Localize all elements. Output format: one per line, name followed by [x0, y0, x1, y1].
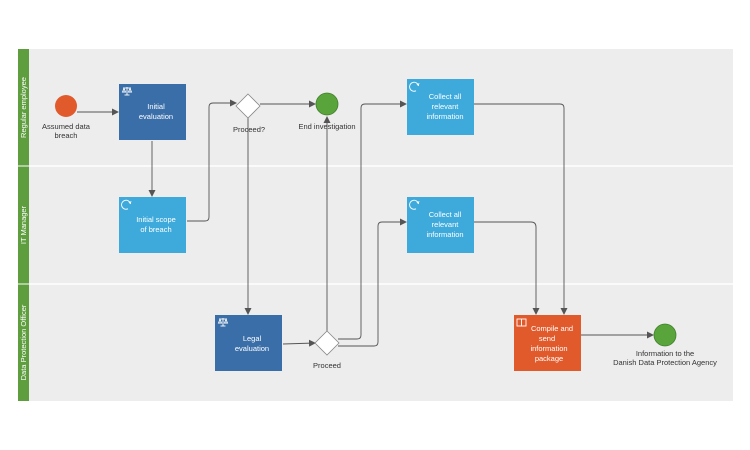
lane-label-it-manager: IT Manager	[19, 205, 28, 244]
task-collect-information-top[interactable]: Collect all relevant information	[407, 79, 474, 135]
gateway-proceed-question[interactable]	[235, 93, 261, 119]
loop-icon	[121, 199, 132, 210]
task-collect-information-mid[interactable]: Collect all relevant information	[407, 197, 474, 253]
end-event-information-label: Danish Data Protection Agency	[613, 358, 717, 367]
task-label: Initial scope	[136, 215, 176, 224]
flow-legal-to-proceed-gateway	[282, 339, 316, 347]
flow-proceed-to-collect-top	[338, 100, 407, 340]
task-label: evaluation	[139, 112, 173, 121]
loop-icon	[409, 81, 420, 92]
flow-proceed-to-collect-mid	[338, 218, 407, 347]
lane-data-protection-officer	[18, 284, 733, 401]
task-label: relevant	[432, 220, 460, 229]
flow-collect-mid-to-compile	[474, 221, 540, 315]
end-event-investigation-label: End investigation	[298, 122, 355, 131]
loop-icon	[409, 199, 420, 210]
end-event-investigation[interactable]	[315, 92, 339, 116]
scales-icon	[121, 87, 133, 96]
start-event-label: Assumed data	[42, 122, 91, 131]
scales-icon	[217, 318, 229, 327]
task-label: information	[426, 112, 463, 121]
task-label: relevant	[432, 102, 460, 111]
gateway-proceed-label: Proceed	[313, 361, 341, 370]
lane-label-data-protection-officer: Data Protection Officer	[19, 304, 28, 380]
book-icon	[516, 318, 527, 327]
end-event-information[interactable]	[653, 323, 677, 347]
start-event[interactable]	[55, 95, 77, 117]
task-initial-evaluation[interactable]: Initial evaluation	[119, 84, 186, 140]
task-initial-scope[interactable]: Initial scope of breach	[119, 197, 186, 253]
task-label: evaluation	[235, 344, 269, 353]
task-label: Collect all	[429, 92, 462, 101]
gateway-proceed[interactable]	[314, 330, 340, 356]
task-label: Compile and	[531, 324, 573, 333]
task-label: information	[426, 230, 463, 239]
end-event-information-label: Information to the	[636, 349, 694, 358]
gateway-proceed-question-label: Proceed?	[233, 125, 265, 134]
task-label: of breach	[140, 225, 171, 234]
task-label: package	[535, 354, 563, 363]
task-compile-send-package[interactable]: Compile and send information package	[514, 315, 581, 371]
task-label: Legal	[243, 334, 262, 343]
lane-header-bar	[18, 49, 29, 401]
lane-label-regular-employee: Regular employee	[19, 77, 28, 138]
start-event-label: breach	[55, 131, 78, 140]
flow-scope-to-gateway	[187, 99, 237, 222]
task-legal-evaluation[interactable]: Legal evaluation	[215, 315, 282, 371]
task-label: Collect all	[429, 210, 462, 219]
task-label: information	[530, 344, 567, 353]
task-label: send	[539, 334, 555, 343]
flow-collect-top-to-compile	[474, 103, 568, 315]
task-label: Initial	[147, 102, 165, 111]
